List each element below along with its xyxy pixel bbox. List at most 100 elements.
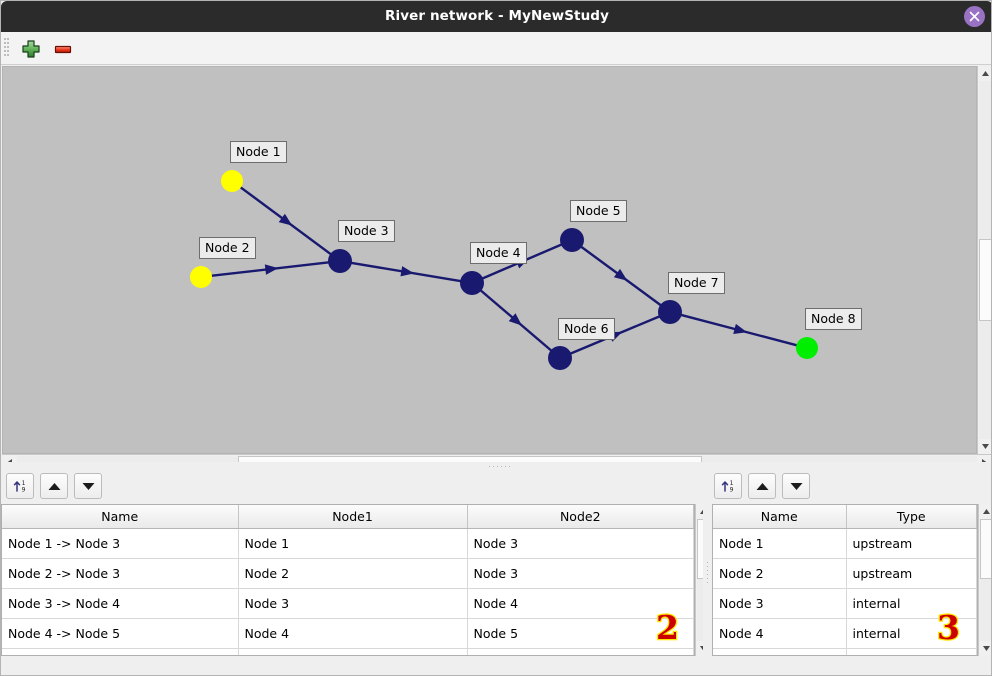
nodes-cell-0-1[interactable]: upstream xyxy=(846,528,977,559)
nodes-column-header-0[interactable]: Name xyxy=(713,505,847,529)
empty-cell[interactable] xyxy=(846,648,977,655)
reaches-cell-3-1[interactable]: Node 4 xyxy=(238,618,468,649)
reaches-cell-2-0[interactable]: Node 3 -> Node 4 xyxy=(2,588,239,619)
node-label-node1[interactable]: Node 1 xyxy=(230,141,287,163)
triangle-down-icon xyxy=(82,482,94,490)
node-label-node6[interactable]: Node 6 xyxy=(558,318,615,340)
annotation-number-2: 2 xyxy=(655,608,680,647)
reaches-sort-button[interactable]: 1 9 xyxy=(6,473,34,499)
table-empty-row[interactable] xyxy=(2,648,694,655)
nodes-cell-2-1[interactable]: internal xyxy=(846,588,977,619)
reaches-cell-2-2[interactable]: Node 4 xyxy=(467,588,694,619)
nodes-cell-0-0[interactable]: Node 1 xyxy=(713,528,847,559)
nodes-cell-1-1[interactable]: upstream xyxy=(846,558,977,589)
node-label-node5[interactable]: Node 5 xyxy=(570,200,627,222)
node-label-node3[interactable]: Node 3 xyxy=(338,220,395,242)
svg-text:1: 1 xyxy=(730,480,734,487)
reaches-cell-0-2[interactable]: Node 3 xyxy=(467,528,694,559)
remove-node-button[interactable] xyxy=(52,38,76,60)
nodes-column-header-1[interactable]: Type xyxy=(846,505,977,529)
canvas-vertical-scrollbar[interactable] xyxy=(977,66,991,454)
graph-node-node1[interactable] xyxy=(221,170,243,192)
triangle-up-icon xyxy=(48,482,60,490)
scroll-thumb[interactable] xyxy=(980,519,991,579)
reaches-column-header-1[interactable]: Node1 xyxy=(238,505,468,529)
reaches-move-down-button[interactable] xyxy=(74,473,102,499)
node-label-node7[interactable]: Node 7 xyxy=(668,272,725,294)
edge-arrow-node2-node3 xyxy=(264,264,279,275)
graph-node-node6[interactable] xyxy=(548,346,572,370)
scroll-up-arrow[interactable] xyxy=(979,504,991,519)
river-network-graph xyxy=(190,170,818,370)
node-label-node8[interactable]: Node 8 xyxy=(805,308,862,330)
graph-node-node4[interactable] xyxy=(460,271,484,295)
nodes-move-down-button[interactable] xyxy=(782,473,810,499)
nodes-table-scrollbar[interactable] xyxy=(978,504,991,656)
scroll-down-arrow[interactable] xyxy=(978,439,991,454)
toolbar-grip[interactable] xyxy=(4,38,9,60)
empty-cell[interactable] xyxy=(2,648,239,655)
scroll-track[interactable] xyxy=(980,519,991,641)
empty-cell[interactable] xyxy=(467,648,694,655)
node-label-node2[interactable]: Node 2 xyxy=(199,237,256,259)
plus-icon xyxy=(22,40,40,58)
reaches-cell-0-0[interactable]: Node 1 -> Node 3 xyxy=(2,528,239,559)
nodes-move-up-button[interactable] xyxy=(748,473,776,499)
scroll-up-arrow[interactable] xyxy=(978,66,991,81)
node-label-node4[interactable]: Node 4 xyxy=(470,242,527,264)
nodes-cell-1-0[interactable]: Node 2 xyxy=(713,558,847,589)
empty-cell[interactable] xyxy=(713,648,847,655)
graph-node-node7[interactable] xyxy=(658,300,682,324)
reaches-cell-1-1[interactable]: Node 2 xyxy=(238,558,468,589)
reaches-cell-3-2[interactable]: Node 5 xyxy=(467,618,694,649)
reaches-cell-1-2[interactable]: Node 3 xyxy=(467,558,694,589)
reaches-cell-1-0[interactable]: Node 2 -> Node 3 xyxy=(2,558,239,589)
triangle-down-icon xyxy=(982,444,989,449)
reaches-move-up-button[interactable] xyxy=(40,473,68,499)
reaches-column-header-2[interactable]: Node2 xyxy=(467,505,694,529)
vertical-splitter[interactable] xyxy=(703,472,713,668)
network-diagram-canvas[interactable]: Node 1 Node 2 Node 3 Node 4 Node 5 Node 6 Node… xyxy=(2,66,977,454)
triangle-down-icon xyxy=(983,646,990,651)
window-title: River network - MyNewStudy xyxy=(385,8,609,24)
annotation-number-3: 3 xyxy=(936,608,961,647)
nodes-cell-2-0[interactable]: Node 3 xyxy=(713,588,847,619)
scroll-thumb[interactable] xyxy=(979,239,991,321)
nodes-sort-button[interactable]: 1 9 xyxy=(714,473,742,499)
scroll-down-arrow[interactable] xyxy=(979,641,991,656)
graph-node-node2[interactable] xyxy=(190,266,212,288)
graph-node-node8[interactable] xyxy=(796,337,818,359)
graph-node-node3[interactable] xyxy=(328,249,352,273)
empty-cell[interactable] xyxy=(238,648,468,655)
reaches-cell-3-0[interactable]: Node 4 -> Node 5 xyxy=(2,618,239,649)
graph-node-node5[interactable] xyxy=(560,228,584,252)
reaches-cell-2-1[interactable]: Node 3 xyxy=(238,588,468,619)
close-icon xyxy=(969,11,980,22)
nodes-cell-3-0[interactable]: Node 4 xyxy=(713,618,847,649)
horizontal-splitter[interactable] xyxy=(2,462,991,472)
main-toolbar xyxy=(1,32,991,65)
nodes-layer xyxy=(190,170,818,370)
add-node-button[interactable] xyxy=(20,38,44,60)
table-empty-row[interactable] xyxy=(713,648,977,655)
reaches-panel-toolbar: 1 9 xyxy=(6,473,306,499)
reaches-cell-0-1[interactable]: Node 1 xyxy=(238,528,468,559)
nodes-cell-3-1[interactable]: internal xyxy=(846,618,977,649)
reaches-column-header-0[interactable]: Name xyxy=(2,505,239,529)
close-button[interactable] xyxy=(964,6,985,27)
